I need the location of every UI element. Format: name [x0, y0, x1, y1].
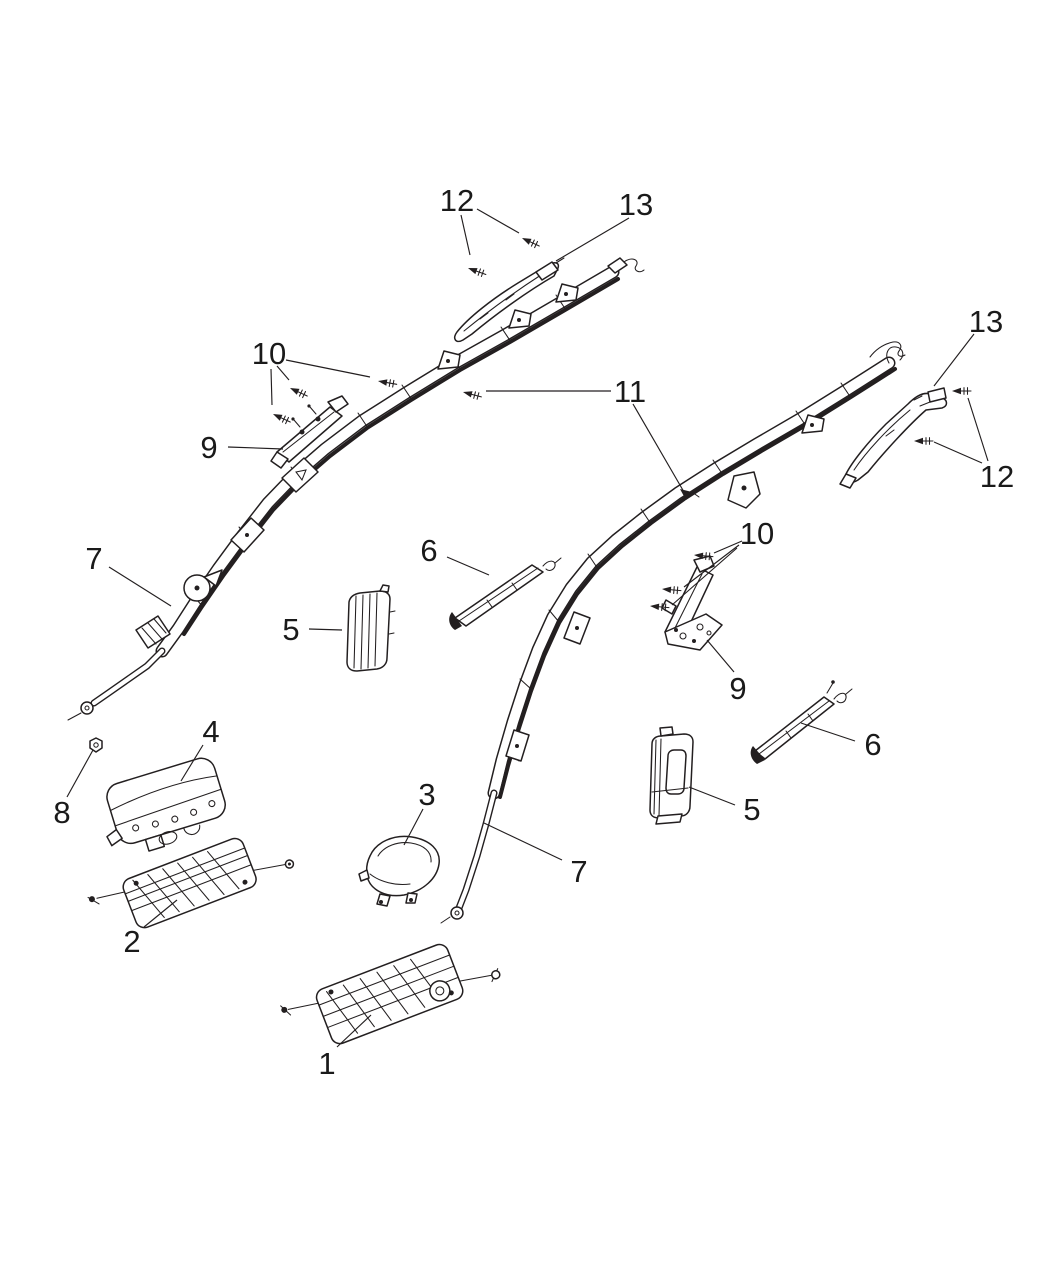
bracket-right — [661, 555, 723, 651]
leader-12-top — [460, 208, 520, 256]
callout-label-13-top: 13 — [619, 187, 653, 222]
leader-9-left — [227, 446, 284, 450]
screw-12-top-a — [466, 264, 488, 279]
leader-6-center — [446, 556, 490, 576]
callout-label-7-left: 7 — [85, 541, 102, 576]
screw-10-left-a — [376, 377, 398, 389]
airbag-module-left — [87, 837, 295, 929]
leader-10-right — [671, 540, 743, 606]
callout-label-13-right: 13 — [969, 304, 1003, 339]
callout-leader-lines — [66, 208, 989, 1048]
screw-12-top-b — [520, 234, 542, 250]
leader-8 — [66, 749, 94, 798]
callout-label-10-left: 10 — [252, 336, 286, 371]
curtain-right-clamp-flags — [505, 414, 825, 762]
curtain-left-clamp-sleeves — [135, 457, 319, 649]
screw-12-right-a — [951, 387, 972, 395]
leader-5-right — [688, 786, 736, 806]
curtain-left-tether — [67, 647, 166, 721]
hatched-bracket — [135, 615, 171, 649]
curtain-right-fabric-edge — [498, 367, 897, 799]
leader-2 — [143, 899, 178, 928]
leader-12-right — [933, 397, 989, 464]
callout-label-4: 4 — [202, 714, 219, 749]
curtain-right-tube-fill — [489, 358, 894, 798]
callout-label-9-right: 9 — [729, 671, 746, 706]
driver-airbag-module — [358, 835, 440, 907]
headliner-rail-right — [839, 387, 948, 489]
inflator-block-right — [649, 726, 694, 825]
airbag-module-bottom — [280, 943, 501, 1045]
curtain-right-segment-ticks — [507, 382, 852, 762]
inflator-tube-right — [750, 680, 853, 764]
callout-label-12-right: 12 — [980, 459, 1014, 494]
headliner-rail-top — [454, 257, 565, 343]
callout-label-7-right: 7 — [570, 854, 587, 889]
curtain-left-top-connector — [607, 257, 645, 274]
curtain-left-fabric-edge — [182, 277, 620, 636]
screw-10-left-c — [271, 410, 293, 426]
callout-label-6-right: 6 — [864, 727, 881, 762]
nut-8 — [89, 737, 103, 753]
leader-7-right — [483, 822, 563, 861]
leader-7-left — [108, 566, 172, 607]
leader-13-top — [555, 217, 630, 262]
fastener-clip-11 — [680, 489, 700, 500]
screw-11 — [461, 388, 483, 401]
leader-11 — [486, 390, 685, 493]
passenger-airbag-module — [106, 757, 226, 852]
curtain-airbag-right — [440, 341, 906, 924]
inflator-tube-center — [449, 557, 562, 630]
bracket-left — [270, 395, 349, 469]
callout-label-5-left: 5 — [282, 612, 299, 647]
curtain-left-clamp-flags — [437, 283, 579, 370]
callout-label-6-center: 6 — [420, 533, 437, 568]
leader-1 — [336, 1014, 372, 1048]
screw-12-right-b — [913, 437, 934, 445]
leader-5-left — [308, 628, 343, 631]
leader-13-right — [933, 333, 975, 387]
leader-6-right — [800, 722, 856, 742]
screw-10-left-b — [288, 384, 310, 400]
callout-label-9-left: 9 — [200, 430, 217, 465]
leader-4 — [180, 744, 204, 782]
screw-10-right-b — [661, 585, 682, 595]
inflator-block-left — [346, 584, 396, 672]
callout-label-1: 1 — [318, 1046, 335, 1081]
callout-label-5-right: 5 — [743, 792, 760, 827]
curtain-right-top-hook — [869, 341, 906, 364]
leader-9-right — [706, 639, 735, 673]
callout-label-12-top: 12 — [440, 183, 474, 218]
callout-label-10-right: 10 — [740, 516, 774, 551]
callout-labels: 1 2 3 4 5 5 6 6 7 7 8 9 9 10 10 11 12 12… — [53, 183, 1014, 1081]
callout-label-3: 3 — [418, 777, 435, 812]
callout-label-11: 11 — [614, 374, 646, 409]
curtain-right-tether — [440, 789, 498, 924]
curtain-airbag-left — [67, 257, 645, 721]
callout-label-8: 8 — [53, 795, 70, 830]
leader-3 — [403, 808, 424, 846]
leader-10-left — [270, 359, 371, 406]
callout-label-2: 2 — [123, 924, 140, 959]
